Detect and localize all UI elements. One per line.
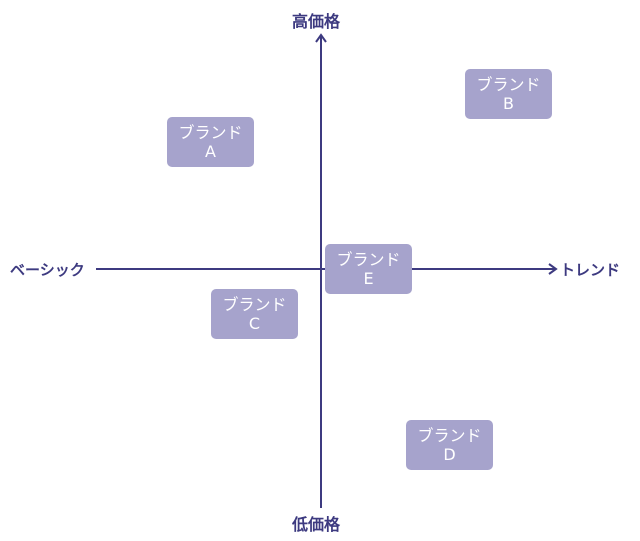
right-arrow-icon bbox=[548, 263, 558, 275]
brand-name: ブランド bbox=[417, 426, 482, 445]
brand-name: ブランド bbox=[222, 295, 287, 314]
brand-letter: B bbox=[503, 94, 514, 113]
up-arrow-icon bbox=[315, 33, 327, 43]
brand-name: ブランド bbox=[476, 75, 541, 94]
axis-label-right: トレンド bbox=[560, 261, 621, 279]
brand-letter: D bbox=[443, 445, 456, 464]
brand-letter: A bbox=[205, 142, 216, 161]
brand-name: ブランド bbox=[178, 123, 243, 142]
brand-letter: C bbox=[248, 314, 261, 333]
brand-name: ブランド bbox=[336, 250, 401, 269]
axis-label-left: ベーシック bbox=[10, 261, 85, 279]
axis-label-top: 高価格 bbox=[292, 12, 341, 31]
brand-letter: E bbox=[363, 269, 374, 288]
axis-label-bottom: 低価格 bbox=[292, 515, 341, 534]
